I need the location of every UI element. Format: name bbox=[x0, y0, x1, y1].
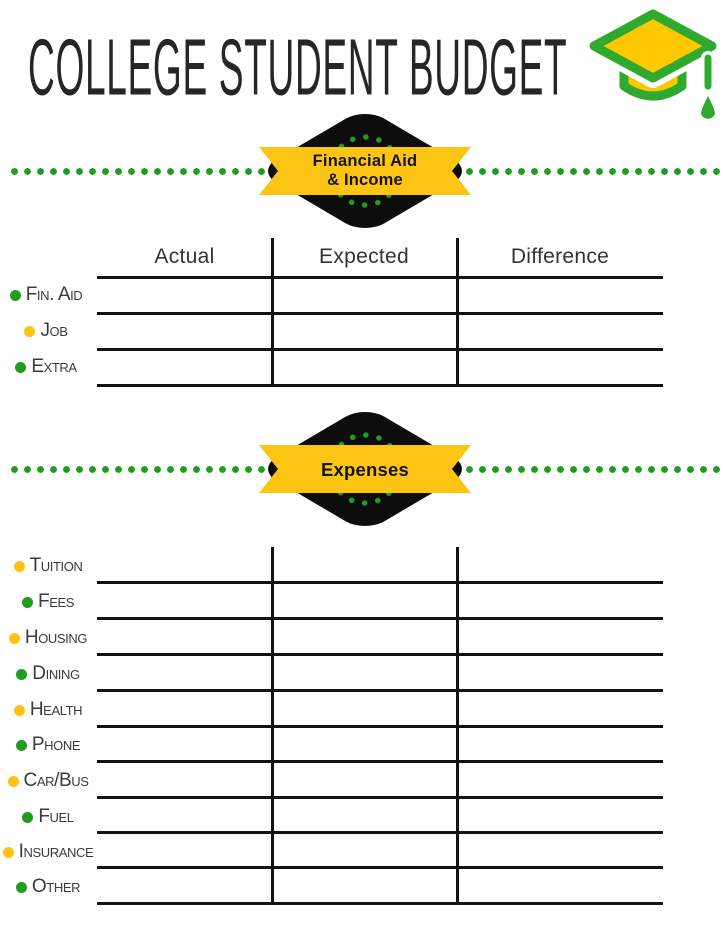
row-label-text: Fin. Aid bbox=[25, 284, 83, 305]
graduation-cap-icon bbox=[586, 6, 720, 119]
income-row-job: Job bbox=[0, 313, 92, 349]
bullet-icon bbox=[16, 668, 28, 680]
row-label-text: Car/Bus bbox=[23, 770, 89, 791]
bullet-icon bbox=[13, 704, 25, 716]
row-label-text: Dining bbox=[32, 663, 80, 684]
bullet-icon bbox=[22, 811, 34, 823]
row-line bbox=[97, 866, 663, 869]
bullet-icon bbox=[15, 361, 27, 373]
row-line bbox=[97, 689, 663, 692]
expense-row-housing: Housing bbox=[0, 620, 96, 656]
column-header-difference: Difference bbox=[510, 245, 610, 268]
badge-ribbon: Financial Aid & Income bbox=[259, 147, 471, 195]
expense-row-phone: Phone bbox=[0, 727, 96, 763]
row-line bbox=[97, 653, 663, 656]
row-line bbox=[97, 760, 663, 763]
row-label-text: Job bbox=[40, 320, 68, 341]
row-line bbox=[97, 831, 663, 834]
row-line bbox=[97, 384, 663, 387]
expense-row-insurance: Insurance bbox=[0, 834, 96, 870]
column-header-actual: Actual bbox=[154, 245, 215, 268]
page-title: COLLEGE STUDENT BUDGET bbox=[28, 22, 568, 113]
bullet-icon bbox=[8, 632, 20, 644]
income-column-headers: Actual Expected Difference bbox=[97, 238, 664, 276]
row-line bbox=[97, 581, 663, 584]
row-label-text: Fees bbox=[37, 591, 75, 612]
badge-label: Financial Aid bbox=[312, 152, 418, 170]
row-label-text: Phone bbox=[31, 734, 81, 755]
badge-label: & Income bbox=[327, 171, 403, 189]
expense-row-other: Other bbox=[0, 869, 96, 905]
bullet-icon bbox=[15, 739, 27, 751]
row-label-text: Tuition bbox=[29, 555, 83, 576]
row-label-text: Housing bbox=[24, 627, 88, 648]
row-label-text: Fuel bbox=[38, 806, 74, 827]
bullet-icon bbox=[13, 560, 25, 572]
income-row-extra: Extra bbox=[0, 349, 92, 385]
row-label-text: Other bbox=[31, 876, 81, 897]
expense-row-dining: Dining bbox=[0, 656, 96, 692]
bullet-icon bbox=[9, 289, 21, 301]
bullet-icon bbox=[2, 846, 14, 858]
bullet-icon bbox=[24, 325, 36, 337]
bullet-icon bbox=[7, 775, 19, 787]
bullet-icon bbox=[15, 881, 27, 893]
row-line bbox=[97, 276, 663, 279]
expense-row-health: Health bbox=[0, 692, 96, 728]
column-header-expected: Expected bbox=[319, 245, 409, 268]
row-label-text: Insurance bbox=[18, 841, 94, 862]
row-line bbox=[97, 348, 663, 351]
row-line bbox=[97, 617, 663, 620]
row-line bbox=[97, 796, 663, 799]
expense-row-fuel: Fuel bbox=[0, 799, 96, 835]
badge-label: Expenses bbox=[321, 458, 409, 480]
row-line bbox=[97, 312, 663, 315]
row-label-text: Extra bbox=[31, 356, 77, 377]
row-label-text: Health bbox=[29, 699, 83, 720]
bullet-icon bbox=[21, 596, 33, 608]
row-line bbox=[97, 902, 663, 905]
income-row-fin-aid: Fin. Aid bbox=[0, 277, 92, 313]
expense-row-fees: Fees bbox=[0, 584, 96, 620]
badge-ribbon: Expenses bbox=[259, 445, 471, 493]
expense-row-car-bus: Car/Bus bbox=[0, 763, 96, 799]
row-line bbox=[97, 725, 663, 728]
expense-row-tuition: Tuition bbox=[0, 548, 96, 584]
